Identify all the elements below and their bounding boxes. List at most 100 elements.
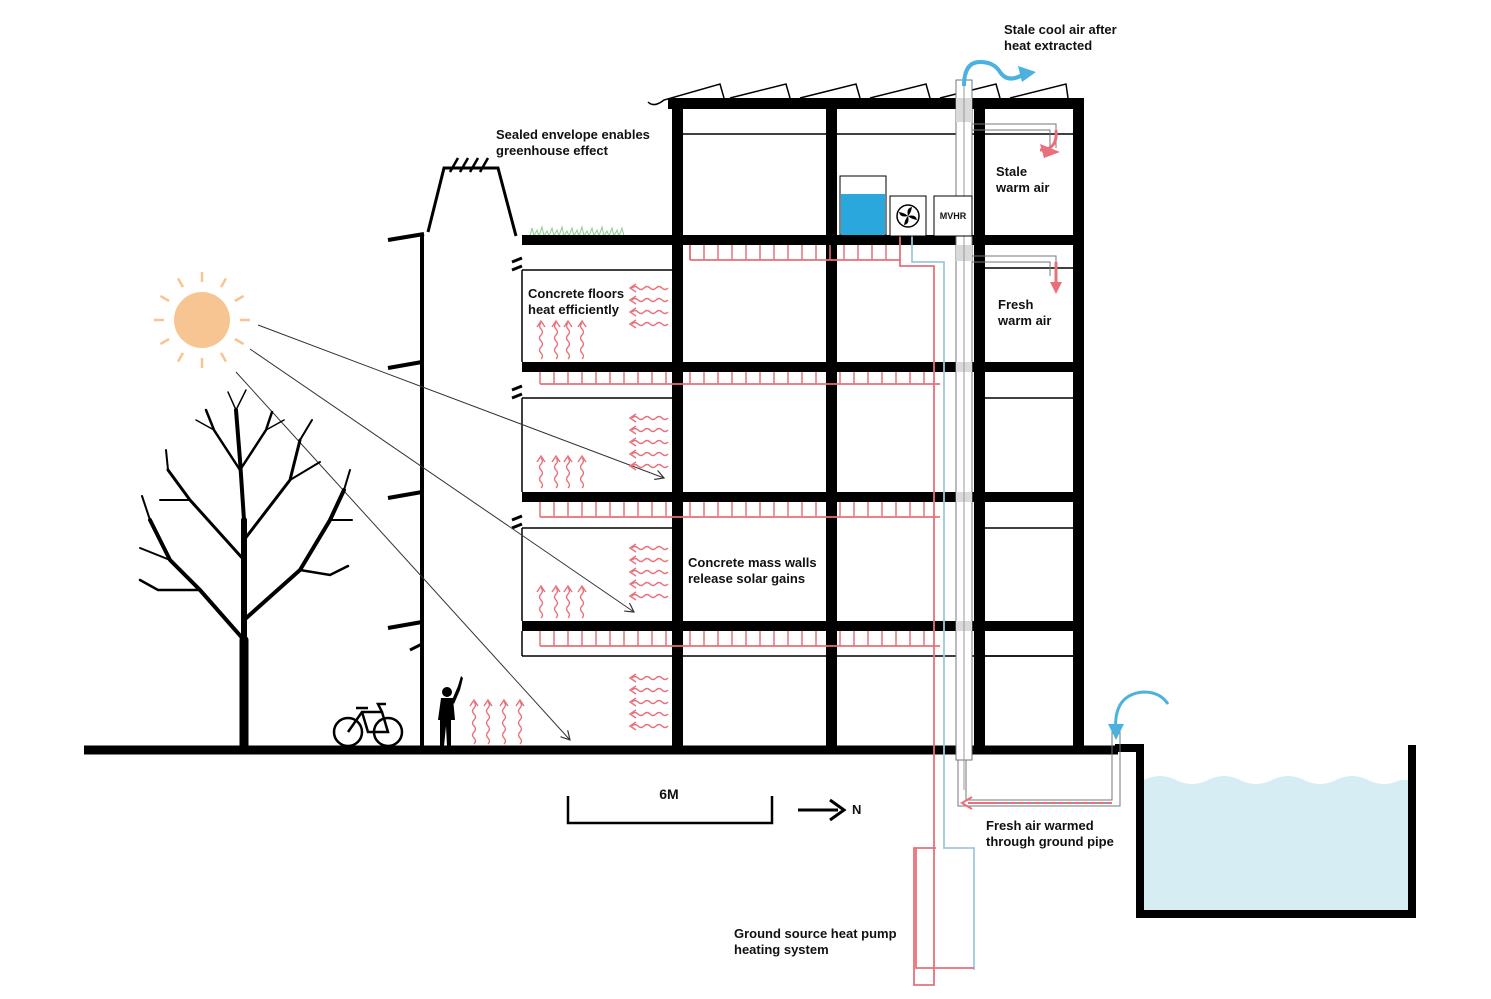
heat-wave-left [631,687,669,693]
heat-wave-up-head [551,454,561,463]
heat-wave-up [565,322,571,360]
scale-bar: 6M [566,786,774,825]
heat-wave-left-head [628,721,637,731]
heat-wave-up-head [536,319,546,328]
ground-pipe-label: Fresh air warmed through ground pipe [986,818,1114,849]
heat-wave-left-head [628,425,637,435]
heat-wave-up-head [499,698,509,707]
heat-wave-left-head [628,685,637,695]
underfloor-heating-rungs [539,245,925,646]
heat-wave-up [565,457,571,489]
radiant-heat-waves [469,283,669,745]
heat-wave-left [631,569,669,575]
heat-wave-up-head [536,454,546,463]
heat-wave-up-head [536,584,546,593]
heat-wave-left-head [628,673,637,683]
sun-ray [219,352,228,363]
concrete-walls-label: Concrete mass walls release solar gains [688,555,820,586]
heat-wave-left-head [628,543,637,553]
heat-wave-left [631,451,669,457]
heat-wave-up [553,322,559,360]
heat-wave-left-head [628,461,637,471]
north-label: N [852,802,861,817]
heat-wave-up [553,587,559,619]
heat-wave-up [579,322,585,360]
heat-wave-left [631,439,669,445]
heat-wave-left-head [628,591,637,601]
person-icon [438,676,463,746]
heat-wave-up [538,322,544,360]
heat-wave-left-head [628,319,637,329]
stale-warm-air-arrow [1039,129,1060,158]
heat-wave-left [631,593,669,599]
heat-wave-left-head [628,709,637,719]
heat-wave-up-head [551,319,561,328]
heat-wave-up-head [577,584,587,593]
heat-wave-up [553,457,559,489]
heat-wave-up-head [577,319,587,328]
stale-warm-air-label: Stale warm air [995,164,1049,195]
green-roof-grass [529,225,625,238]
heat-wave-up [538,457,544,489]
heat-wave-left [631,415,669,421]
heat-wave-up-head [515,698,525,707]
heat-wave-up-head [551,584,561,593]
north-arrow-icon: N [798,798,861,822]
heat-wave-up [579,587,585,619]
solar-rays [235,324,664,740]
mvhr-label: MVHR [940,211,967,221]
heat-wave-left-head [628,567,637,577]
underfloor-heating-pipes [540,236,940,986]
sun-ray [159,337,170,346]
sealed-envelope-label: Sealed envelope enables greenhouse effec… [496,127,654,158]
sun-icon [154,272,250,368]
heat-wave-left [631,321,669,327]
heat-wave-left [631,463,669,469]
heat-wave-up-head [577,454,587,463]
heat-wave-left-head [628,449,637,459]
heat-wave-up-head [563,454,573,463]
tree-icon [138,389,353,753]
heat-wave-up [485,701,491,745]
heat-wave-left-head [628,413,637,423]
heat-wave-up [579,457,585,489]
scale-label: 6M [659,786,678,802]
fresh-warm-air-label: Fresh warm air [997,297,1051,328]
heat-wave-up [565,587,571,619]
heat-wave-left-head [628,437,637,447]
heat-wave-left-head [628,295,637,305]
heat-wave-left [631,557,669,563]
heat-wave-left [631,297,669,303]
fresh-air-intake-arrow [1108,690,1170,740]
heat-wave-left [631,711,669,717]
concrete-floors-label: Concrete floors heat efficiently [528,286,628,317]
heat-wave-left-head [628,555,637,565]
roof-solar-panels [647,83,1069,106]
heat-wave-left [631,309,669,315]
heat-wave-left [631,675,669,681]
sun-ray [176,277,185,288]
sun-ray [159,294,170,303]
heat-wave-left [631,545,669,551]
heat-wave-left [631,581,669,587]
heat-wave-left [631,699,669,705]
mvhr-unit: MVHR [933,195,973,237]
heat-wave-left-head [628,579,637,589]
heat-wave-up-head [483,698,493,707]
gshp-label: Ground source heat pump heating system [734,926,900,957]
bicycle-icon [332,702,404,748]
fan-unit [889,195,927,237]
sun-ray [234,337,245,346]
water-tank [839,175,887,236]
heat-wave-left [631,427,669,433]
heat-wave-up-head [469,698,479,707]
water-pond [1115,744,1416,918]
heat-wave-left-head [628,283,637,293]
heat-wave-left [631,285,669,291]
heat-pump-return-pipe [911,236,975,970]
heat-wave-left-head [628,697,637,707]
heat-wave-left [631,723,669,729]
heat-wave-up [517,701,523,745]
